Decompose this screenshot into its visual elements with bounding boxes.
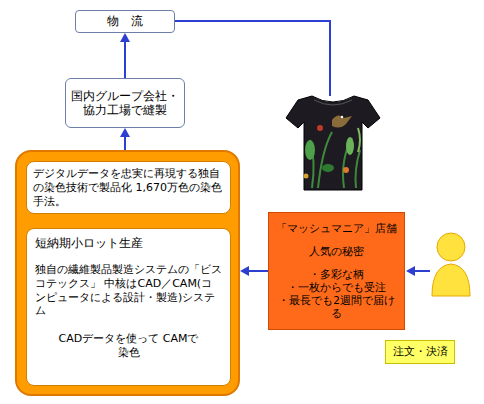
box-text: 人気の秘密 — [309, 245, 364, 259]
box-heading: 注文・決済 — [393, 345, 448, 359]
order-payment-box: 注文・決済 — [385, 340, 455, 364]
box-heading: デジタルデータを忠実に再現する独自の染色技術で製品化 1,670万色の染色手法。 — [33, 167, 224, 208]
box-text: CADデータを使って CAMで染色 — [55, 332, 202, 360]
logistics-box: 物 流 — [75, 10, 175, 33]
box-text: ・多彩な柄 — [309, 268, 364, 281]
arrow-head — [406, 266, 415, 276]
connector-line — [124, 41, 126, 78]
delivery-line — [175, 21, 330, 96]
production-group: デジタルデータを忠実に再現する独自の染色技術で製品化 1,670万色の染色手法。… — [15, 150, 240, 396]
flow-arrow — [120, 33, 130, 78]
arrow-head — [120, 33, 130, 42]
sewing-box: 国内グループ会社・協力工場で縫製 — [65, 78, 185, 128]
box-heading: 短納期小ロット生産 — [35, 236, 222, 251]
flow-arrow — [240, 266, 268, 276]
arrow-head — [120, 128, 130, 137]
tshirt-illustration — [286, 96, 380, 190]
dyeing-box: デジタルデータを忠実に再現する独自の染色技術で製品化 1,670万色の染色手法。 — [26, 161, 231, 214]
flow-arrow — [120, 128, 130, 150]
production-box: 短納期小ロット生産独自の繊維製品製造システムの「ビスコテックス」 中核はCAD／… — [26, 228, 231, 386]
shop-box: 「マッシュマニア」店舗人気の秘密・多彩な柄・一枚からでも受注・最長でも2週間で届… — [268, 212, 405, 330]
arrow-head — [240, 266, 249, 276]
connector-line — [248, 270, 268, 272]
order-arrow — [414, 270, 430, 272]
box-heading: 物 流 — [107, 14, 143, 29]
box-text: ・一枚からでも受注 — [287, 281, 386, 294]
box-text: 独自の繊維製品製造システムの「ビスコテックス」 中核はCAD／CAM(コンピュー… — [35, 263, 222, 318]
box-heading: 国内グループ会社・協力工場で縫製 — [70, 89, 180, 118]
box-text: ・最長でも2週間で届ける — [273, 294, 400, 320]
customer-figure — [432, 233, 470, 296]
box-heading: 「マッシュマニア」店舗 — [276, 222, 397, 236]
connector-line — [124, 136, 126, 150]
